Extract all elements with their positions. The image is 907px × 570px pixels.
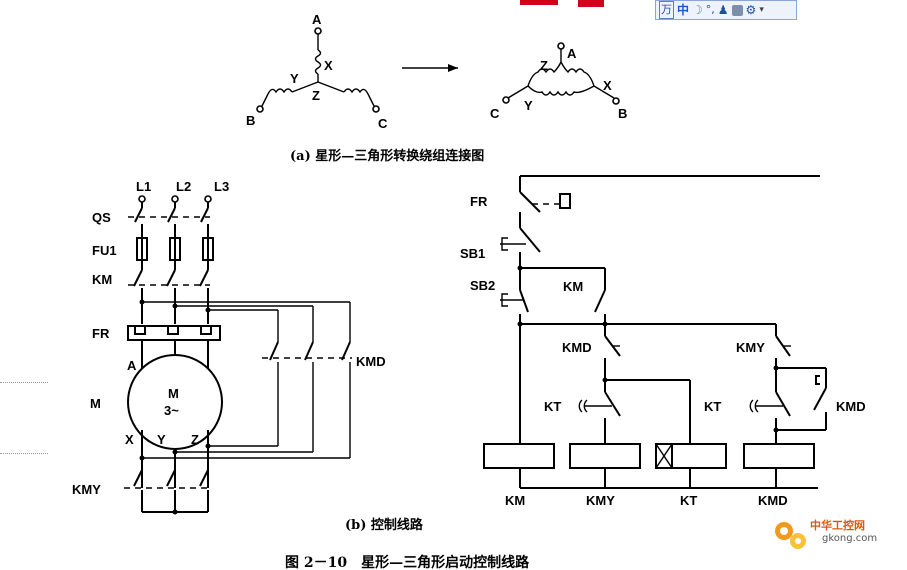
delta-label-y: Y	[524, 98, 533, 113]
caption-part-b: (b) 控制线路	[345, 517, 424, 533]
motor-label: M	[90, 396, 101, 411]
delta-connection: A B C X Y Z	[490, 42, 627, 121]
coil-km	[483, 443, 555, 469]
chevron-down-icon[interactable]: ▾	[759, 5, 764, 15]
km-aux-label: KM	[563, 279, 583, 294]
moon-icon[interactable]: ☽	[692, 3, 703, 17]
delta-label-b: B	[618, 106, 627, 121]
kt-contact-label-2: KT	[704, 399, 721, 414]
sb1-label: SB1	[460, 246, 485, 261]
motor-terminal-a: A	[127, 358, 137, 373]
control-circuit: FR SB1 SB2 KM KMD	[460, 175, 866, 508]
fr-contact-label: FR	[470, 194, 488, 209]
motor-symbol-m: M	[168, 386, 179, 401]
km-main-label: KM	[92, 272, 112, 287]
dotted-guide-line	[0, 382, 48, 383]
coil-kmy-label: KMY	[586, 493, 615, 508]
star-label-a: A	[312, 12, 322, 27]
coil-kmy	[569, 443, 641, 469]
power-circuit: L1 L2 L3 QS FU1 KM	[72, 179, 386, 515]
ime-toolbar[interactable]: 万 中 ☽ °, ♟ ⚙ ▾	[655, 0, 797, 20]
gkong-watermark: 中华工控网 gkong.com	[770, 515, 905, 555]
star-label-x: X	[324, 58, 333, 73]
coil-kmd	[743, 443, 815, 469]
fr-power-label: FR	[92, 326, 110, 341]
supply-l3-label: L3	[214, 179, 229, 194]
motor-symbol-3phase: 3~	[164, 403, 179, 418]
kmy-main-label: KMY	[72, 482, 101, 497]
coil-km-label: KM	[505, 493, 525, 508]
keyboard-icon[interactable]	[731, 4, 743, 16]
ime-punctuation-button[interactable]: °,	[705, 3, 715, 16]
delta-label-c: C	[490, 106, 500, 121]
watermark-cn-text: 中华工控网	[810, 519, 865, 532]
star-connection: A B C X Y Z	[246, 12, 388, 131]
ime-chinese-mode-button[interactable]: 中	[677, 3, 690, 17]
motor-terminal-z: Z	[191, 432, 199, 447]
kmd-nc-label: KMD	[562, 340, 592, 355]
star-label-b: B	[246, 113, 255, 128]
caption-part-a: (a) 星形—三角形转换绕组连接图	[290, 148, 484, 164]
sb2-label: SB2	[470, 278, 495, 293]
settings-icon[interactable]: ⚙	[745, 3, 757, 17]
gear-icon	[775, 522, 806, 549]
watermark-url: gkong.com	[822, 533, 878, 544]
delta-label-a: A	[567, 46, 577, 61]
kt-contact-label-1: KT	[544, 399, 561, 414]
supply-l2-label: L2	[176, 179, 191, 194]
red-title-fragment	[520, 0, 604, 7]
coil-kmd-label: KMD	[758, 493, 788, 508]
dotted-guide-line	[0, 453, 48, 454]
delta-label-x: X	[603, 78, 612, 93]
kmy-nc-label: KMY	[736, 340, 765, 355]
fu1-label: FU1	[92, 243, 117, 258]
figure-caption: 图 2－10 星形—三角形启动控制线路	[285, 554, 530, 570]
delta-label-z: Z	[540, 58, 548, 73]
kmd-main-label: KMD	[356, 354, 386, 369]
transform-arrow	[402, 64, 458, 72]
coil-kt-label: KT	[680, 493, 697, 508]
star-label-y: Y	[290, 71, 299, 86]
user-icon[interactable]: ♟	[717, 3, 729, 17]
ime-wan-button[interactable]: 万	[659, 1, 674, 19]
supply-l1-label: L1	[136, 179, 151, 194]
star-label-z: Z	[312, 88, 320, 103]
qs-label: QS	[92, 210, 111, 225]
motor-terminal-y: Y	[157, 432, 166, 447]
kmd-no-label: KMD	[836, 399, 866, 414]
star-label-c: C	[378, 116, 388, 131]
motor-terminal-x: X	[125, 432, 134, 447]
